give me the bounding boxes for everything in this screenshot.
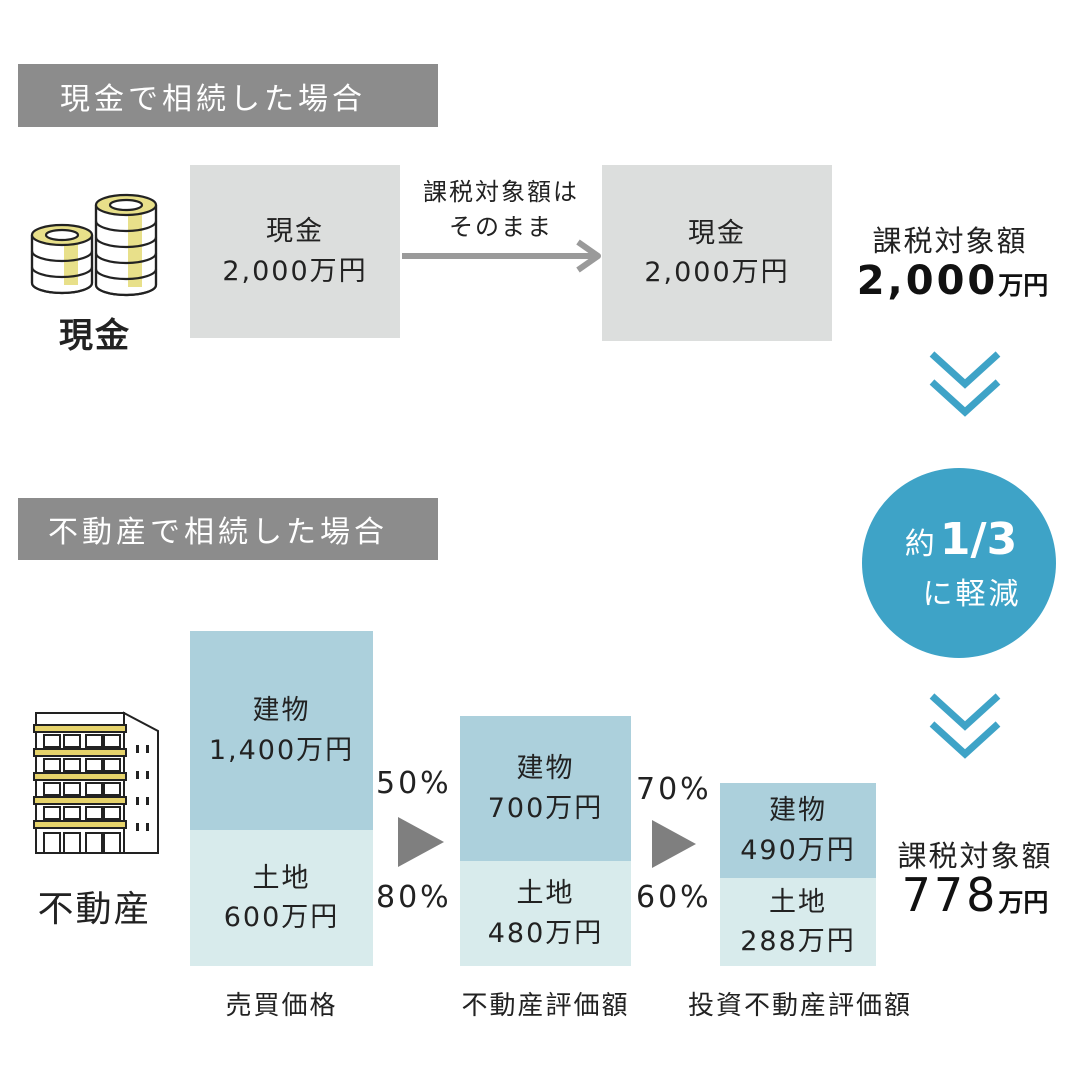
cash-result-label: 課税対象額 [872,224,1028,258]
col3-land-value: 288万円 [740,926,856,957]
badge-prefix: 約 [904,526,935,562]
step2-land-pct: 60% [636,880,712,915]
cash-result-value: 2,000 [856,258,999,304]
cash-result: 2,000万円 [850,258,1055,304]
realestate-result-label: 課税対象額 [897,839,1053,873]
col3-caption: 投資不動産評価額 [687,991,912,1021]
cash-icon-label: 現金 [59,316,131,356]
realestate-section-banner: 不動産で相続した場合 [18,498,438,560]
badge-fraction: 1/3 [939,513,1018,565]
cash-box-left-amount: 2,000万円 [222,255,368,287]
step1-land-pct: 80% [376,880,452,915]
col3-building-value: 490万円 [740,834,856,866]
col1-land-block: 土地 600万円 [190,830,373,966]
cash-box-right-amount: 2,000万円 [644,257,790,288]
arrow-note-line1: 課税対象額は [423,178,579,206]
col1-caption: 売買価格 [225,991,338,1021]
chevron-down-icon-2 [929,693,1001,759]
col2-building-label: 建物 [516,753,575,785]
col1-land-value: 600万円 [223,902,340,933]
col3-land-label: 土地 [769,886,827,918]
arrow-note: 課税対象額は そのまま [402,175,600,245]
col2-land-value: 480万円 [487,917,604,949]
play-arrow-icon [398,817,444,867]
col1-building-block: 建物 1,400万円 [190,631,373,830]
building-icon [33,711,159,854]
col2-building-block: 建物 700万円 [460,716,631,861]
cash-box-right: 現金 2,000万円 [602,165,832,341]
realestate-banner-text: 不動産で相続した場合 [48,515,388,550]
play-arrow-icon-2 [652,820,696,868]
coins-icon [30,193,158,297]
realestate-result-value: 778 [901,868,999,922]
step2-building-pct: 70% [636,772,712,807]
cash-box-left-title: 現金 [266,216,324,248]
col2-land-block: 土地 480万円 [460,861,631,966]
col1-building-value: 1,400万円 [208,734,355,766]
col3-land-block: 土地 288万円 [720,878,876,966]
cash-section-banner: 現金で相続した場合 [18,64,438,127]
cash-result-unit: 万円 [998,271,1049,300]
col2-building-value: 700万円 [487,792,604,824]
col2-caption: 不動産評価額 [461,991,630,1021]
realestate-result: 778万円 [880,868,1070,922]
col3-building-block: 建物 490万円 [720,783,876,878]
realestate-icon-label: 不動産 [37,889,152,930]
col1-building-label: 建物 [252,695,311,727]
right-arrow-icon [402,239,601,273]
cash-banner-text: 現金で相続した場合 [60,81,366,117]
col1-land-label: 土地 [252,862,311,894]
step1-building-pct: 50% [376,766,452,801]
realestate-result-unit: 万円 [998,888,1049,917]
reduction-badge: 約 1/3 に軽減 [862,468,1056,658]
arrow-note-line2: そのまま [449,212,553,241]
cash-box-right-title: 現金 [688,217,746,249]
badge-line2: に軽減 [922,576,1022,612]
cash-box-left: 現金 2,000万円 [190,165,400,338]
col3-building-label: 建物 [769,795,827,827]
chevron-down-icon [929,351,1001,417]
col2-land-label: 土地 [516,878,575,910]
